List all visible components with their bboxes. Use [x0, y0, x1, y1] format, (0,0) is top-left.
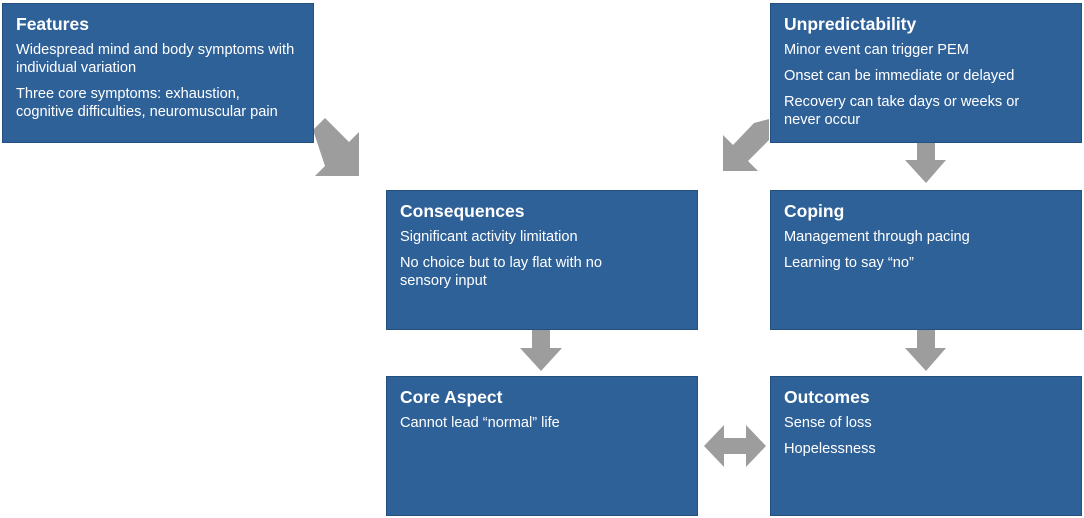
outcomes-title: Outcomes: [784, 387, 870, 407]
core-aspect-box: Core Aspect Cannot lead “normal” life: [386, 376, 698, 516]
features-line-1: Widespread mind and body symptoms with i…: [16, 42, 295, 76]
consequences-box: Consequences Significant activity limita…: [386, 190, 698, 330]
coping-line-1: Management through pacing: [784, 229, 970, 245]
consequences-title: Consequences: [400, 201, 525, 221]
unpredictability-box: Unpredictability Minor event can trigger…: [770, 3, 1082, 143]
unpredictability-title: Unpredictability: [784, 14, 917, 34]
arrow-coping-to-outcomes: [905, 330, 946, 371]
outcomes-line-1: Sense of loss: [784, 415, 872, 431]
unpredictability-line-2: Onset can be immediate or delayed: [784, 68, 1015, 84]
coping-line-2: Learning to say “no”: [784, 255, 914, 271]
features-box: Features Widespread mind and body sympto…: [2, 3, 314, 143]
outcomes-box: Outcomes Sense of loss Hopelessness: [770, 376, 1082, 516]
arrow-unpredictability-to-consequences: [723, 119, 769, 171]
features-line-2: Three core symptoms: exhaustion, cogniti…: [16, 86, 278, 120]
unpredictability-line-3: Recovery can take days or weeks or never…: [784, 94, 1020, 128]
consequences-line-2: No choice but to lay flat with no sensor…: [400, 255, 602, 289]
core-aspect-title: Core Aspect: [400, 387, 503, 407]
arrow-features-to-consequences: [313, 118, 359, 176]
arrow-unpredictability-to-coping: [905, 142, 946, 183]
coping-box: Coping Management through pacing Learnin…: [770, 190, 1082, 330]
arrow-consequences-to-core-aspect: [520, 330, 562, 371]
arrow-core-aspect-outcomes-double: [704, 425, 766, 467]
consequences-line-1: Significant activity limitation: [400, 229, 578, 245]
features-title: Features: [16, 14, 89, 34]
outcomes-line-2: Hopelessness: [784, 441, 876, 457]
core-aspect-line-1: Cannot lead “normal” life: [400, 415, 560, 431]
unpredictability-line-1: Minor event can trigger PEM: [784, 42, 969, 58]
coping-title: Coping: [784, 201, 845, 221]
